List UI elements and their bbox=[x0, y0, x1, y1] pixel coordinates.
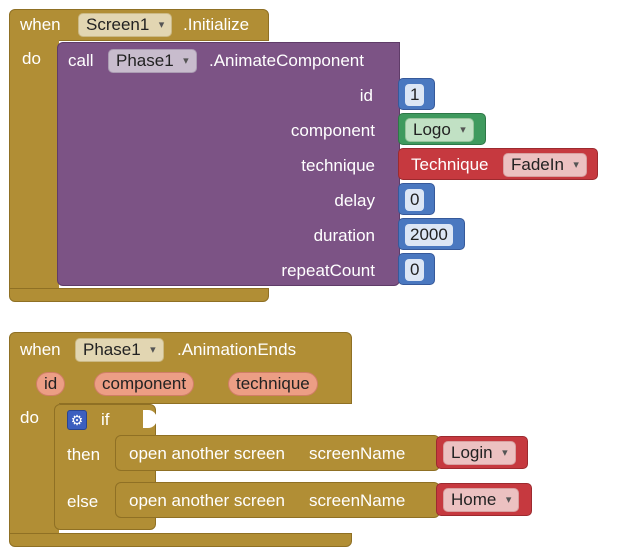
screen-name-block-login[interactable]: Login bbox=[436, 436, 528, 469]
event-block-screen1-initialize[interactable]: when Screen1 .Initialize do call Phase1 … bbox=[0, 0, 598, 305]
arg-label-technique: technique bbox=[301, 156, 375, 175]
arg-label-id: id bbox=[359, 86, 373, 105]
event-param-technique[interactable]: technique bbox=[228, 372, 318, 396]
component-dropdown-screen1[interactable]: Screen1 bbox=[78, 13, 173, 37]
component-dropdown-logo[interactable]: Logo bbox=[405, 118, 474, 142]
call-animate-component-block[interactable]: call Phase1 .AnimateComponent id compone… bbox=[57, 42, 400, 286]
when-keyword: when bbox=[20, 340, 61, 359]
number-value-duration[interactable]: 2000 bbox=[405, 224, 453, 246]
screen-name-label: screenName bbox=[309, 491, 406, 510]
event-footer-bar bbox=[9, 533, 352, 547]
arg-label-component: component bbox=[290, 121, 375, 140]
technique-helper-block[interactable]: Technique FadeIn bbox=[398, 148, 598, 180]
if-condition-socket[interactable] bbox=[143, 410, 157, 428]
event-footer-bar bbox=[9, 288, 269, 302]
when-keyword: when bbox=[20, 15, 61, 34]
event-do-arm bbox=[9, 403, 59, 537]
open-screen-label: open another screen bbox=[129, 491, 285, 510]
screen-dropdown-home[interactable]: Home bbox=[443, 488, 520, 512]
screen-name-block-home[interactable]: Home bbox=[436, 483, 532, 516]
event-name: .Initialize bbox=[183, 15, 250, 34]
number-block-repeatcount[interactable]: 0 bbox=[398, 253, 435, 285]
technique-dropdown-fadein[interactable]: FadeIn bbox=[503, 153, 587, 177]
component-dropdown-phase1[interactable]: Phase1 bbox=[108, 49, 197, 73]
then-keyword: then bbox=[67, 445, 101, 464]
open-screen-block-then[interactable]: open another screen screenName bbox=[115, 435, 440, 471]
event-param-id[interactable]: id bbox=[36, 372, 66, 396]
number-value-delay[interactable]: 0 bbox=[405, 189, 425, 211]
else-keyword: else bbox=[67, 492, 99, 511]
call-keyword: call bbox=[68, 51, 94, 70]
screen-dropdown-login[interactable]: Login bbox=[443, 441, 516, 465]
technique-helper-label: Technique bbox=[411, 155, 489, 174]
number-block-id[interactable]: 1 bbox=[398, 78, 435, 110]
arg-label-repeatcount: repeatCount bbox=[281, 261, 375, 280]
number-block-delay[interactable]: 0 bbox=[398, 183, 435, 215]
component-block-logo[interactable]: Logo bbox=[398, 113, 486, 145]
number-value-id[interactable]: 1 bbox=[405, 84, 425, 106]
do-keyword: do bbox=[22, 49, 41, 68]
open-screen-block-else[interactable]: open another screen screenName bbox=[115, 482, 440, 518]
arg-label-delay: delay bbox=[334, 191, 375, 210]
event-do-arm bbox=[9, 40, 59, 290]
gear-icon[interactable]: ⚙ bbox=[67, 410, 87, 430]
event-block-phase1-animation-ends[interactable]: when Phase1 .AnimationEnds id component … bbox=[0, 330, 540, 550]
if-keyword: if bbox=[101, 410, 110, 429]
component-dropdown-phase1[interactable]: Phase1 bbox=[75, 338, 164, 362]
event-param-component[interactable]: component bbox=[94, 372, 195, 396]
open-screen-label: open another screen bbox=[129, 444, 285, 463]
do-keyword: do bbox=[20, 408, 39, 427]
number-value-repeatcount[interactable]: 0 bbox=[405, 259, 425, 281]
screen-name-label: screenName bbox=[309, 444, 406, 463]
number-block-duration[interactable]: 2000 bbox=[398, 218, 465, 250]
method-name: .AnimateComponent bbox=[209, 51, 364, 70]
arg-label-duration: duration bbox=[313, 226, 375, 245]
event-name: .AnimationEnds bbox=[177, 340, 297, 359]
